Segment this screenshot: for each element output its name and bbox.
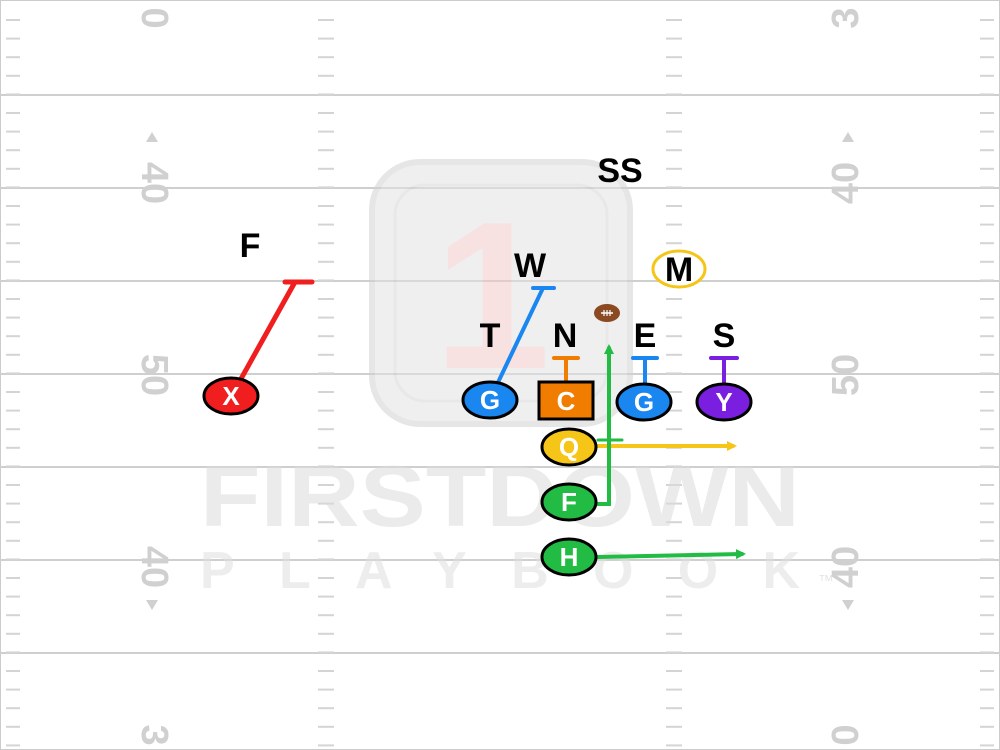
watermark-trademark: ™ [818, 573, 834, 590]
g-left-block-line [490, 286, 545, 397]
football-icon [594, 304, 620, 322]
player-c: C [537, 380, 595, 421]
player-x-label: X [222, 381, 240, 411]
yard-number: 40 [133, 546, 175, 588]
routes [229, 279, 746, 560]
yard-arrow [146, 132, 158, 142]
yard-number: 50 [133, 354, 175, 396]
player-q-label: Q [559, 432, 579, 462]
yard-number: 40 [133, 162, 175, 204]
player-c-label: C [557, 386, 576, 416]
defender-s: S [713, 317, 736, 355]
defender-e: E [634, 317, 657, 355]
h-route-line [596, 549, 746, 560]
yard-numbers-left: 0 40 50 40 3 [133, 7, 175, 745]
yard-arrow [842, 600, 854, 610]
yard-numbers-right: 3 40 50 40 0 [825, 7, 867, 745]
yard-number: 3 [133, 724, 175, 745]
defender-w: W [514, 247, 547, 285]
player-h-label: H [560, 542, 579, 572]
x-route-line [229, 279, 298, 398]
player-x: X [202, 376, 260, 416]
yard-arrow [842, 132, 854, 142]
yard-number: 0 [825, 724, 867, 745]
player-y-label: Y [715, 387, 732, 417]
player-g-right-label: G [634, 387, 654, 417]
yard-number: 40 [825, 546, 867, 588]
yard-number: 40 [825, 162, 867, 204]
watermark: 1 FIRSTDOWN PLAYBOOK ™ [200, 159, 834, 600]
hash-marks [6, 19, 994, 747]
defender-m-ring [651, 249, 707, 289]
yard-number: 0 [133, 7, 175, 28]
player-g-right: G [615, 382, 673, 422]
watermark-firstdown: FIRSTDOWN [200, 449, 800, 545]
watermark-logo-digit: 1 [434, 178, 551, 413]
yard-number: 3 [825, 7, 867, 28]
defender-ss: SS [597, 152, 642, 190]
player-f: F [540, 482, 598, 522]
player-g-left-label: G [480, 385, 500, 415]
defender-t: T [480, 317, 501, 355]
defender-m: M [665, 251, 693, 289]
defender-n: N [553, 317, 578, 355]
player-g-left: G [461, 380, 519, 420]
yard-arrow [146, 600, 158, 610]
player-q: Q [540, 427, 598, 467]
f-route-line [596, 344, 614, 506]
defense: SS F W T N E S M [240, 152, 736, 355]
yard-number: 50 [825, 354, 867, 396]
defender-f: F [240, 227, 261, 265]
player-h: H [540, 537, 598, 577]
offense: X G C G Y Q F H [202, 376, 753, 577]
player-f-label: F [561, 487, 577, 517]
player-y: Y [695, 382, 753, 422]
